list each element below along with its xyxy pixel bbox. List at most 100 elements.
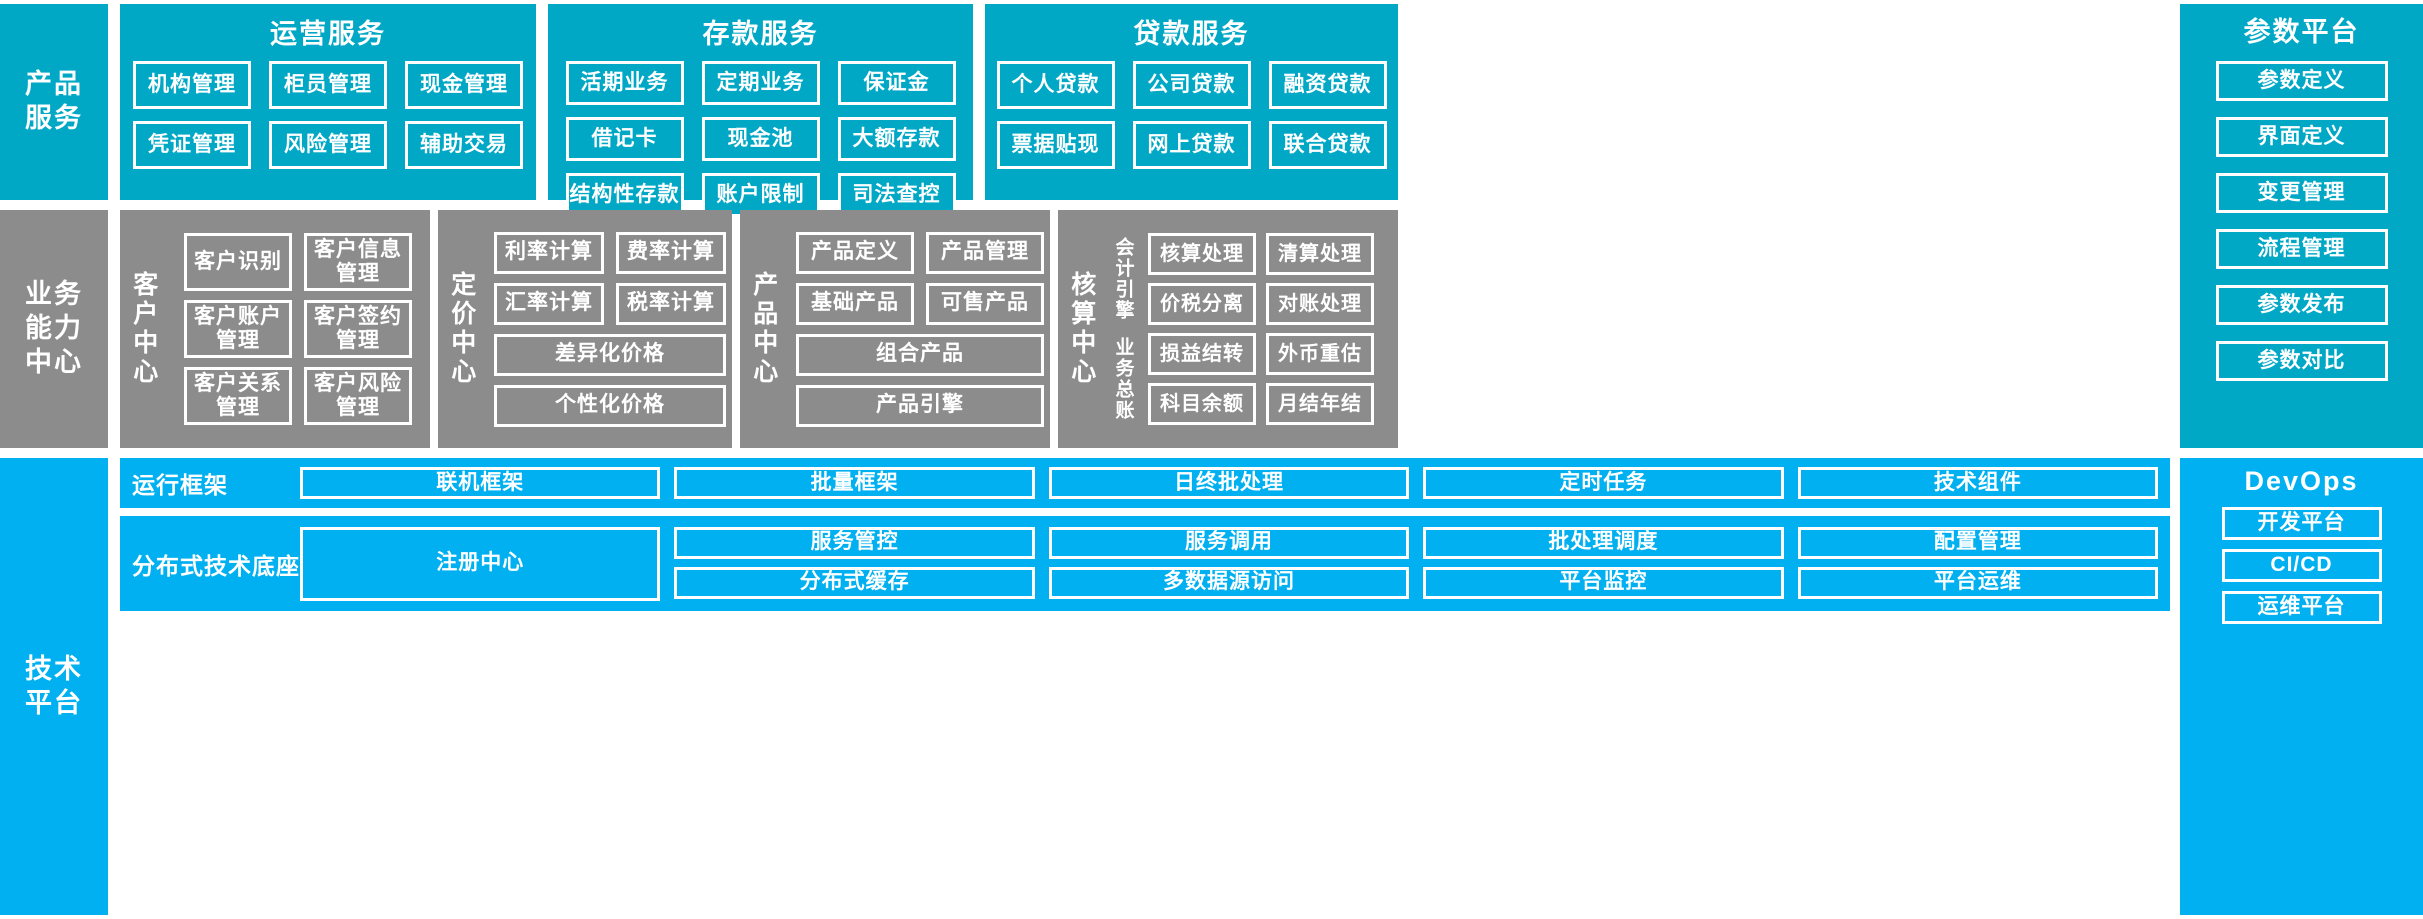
devops-title: DevOps xyxy=(2244,466,2359,496)
group-items-operation-services: 机构管理 柜员管理 现金管理 凭证管理 风险管理 辅助交易 xyxy=(120,61,536,169)
product-services-band: 产品服务 运营服务 机构管理 柜员管理 现金管理 凭证管理 风险管理 辅助交易 … xyxy=(0,4,2170,217)
subgroup-title-business-ledger: 业务总账 xyxy=(1112,337,1134,421)
item-development-platform[interactable]: 开发平台 xyxy=(2221,507,2382,540)
item-batch-framework[interactable]: 批量框架 xyxy=(674,467,1035,499)
item-debit-card[interactable]: 借记卡 xyxy=(565,117,684,161)
item-fee-rate-calculation[interactable]: 费率计算 xyxy=(616,231,726,274)
item-time-deposit[interactable]: 定期业务 xyxy=(701,61,820,105)
item-configuration-management[interactable]: 配置管理 xyxy=(1797,526,2159,559)
item-product-engine[interactable]: 产品引擎 xyxy=(796,384,1044,427)
item-operations-platform[interactable]: 运维平台 xyxy=(2221,591,2382,624)
group-loan-services: 贷款服务 个人贷款 公司贷款 融资贷款 票据贴现 网上贷款 联合贷款 xyxy=(985,4,1398,200)
item-large-deposit[interactable]: 大额存款 xyxy=(837,117,956,161)
item-batch-scheduling[interactable]: 批处理调度 xyxy=(1423,526,1784,559)
item-accounting-processing[interactable]: 核算处理 xyxy=(1148,233,1256,275)
item-platform-monitoring[interactable]: 平台监控 xyxy=(1423,566,1784,599)
group-items-customer-center: 客户识别 客户信息管理 客户账户管理 客户签约管理 客户关系管理 客户风险管理 xyxy=(166,210,430,448)
item-change-management[interactable]: 变更管理 xyxy=(2215,173,2388,213)
parameter-platform-column: 参数平台 参数定义 界面定义 变更管理 流程管理 参数发布 参数对比 xyxy=(2180,4,2423,448)
tech-col-batch-scheduling: 批处理调度 平台监控 xyxy=(1423,526,1784,601)
item-subject-balance[interactable]: 科目余额 xyxy=(1148,383,1256,425)
item-exchange-rate-calculation[interactable]: 汇率计算 xyxy=(494,282,604,325)
group-product-center: 产品中心 产品定义 产品管理 基础产品 可售产品 组合产品 产品引擎 xyxy=(740,210,1050,448)
band-label-technology-platform: 技术平台 xyxy=(0,458,108,915)
item-distributed-cache[interactable]: 分布式缓存 xyxy=(674,566,1035,599)
group-items-product-center: 产品定义 产品管理 基础产品 可售产品 组合产品 产品引擎 xyxy=(786,210,1054,448)
item-basic-product[interactable]: 基础产品 xyxy=(796,282,914,325)
item-technical-components[interactable]: 技术组件 xyxy=(1797,467,2159,499)
item-product-definition[interactable]: 产品定义 xyxy=(796,231,914,274)
item-org-management[interactable]: 机构管理 xyxy=(133,61,251,109)
group-items-loan-services: 个人贷款 公司贷款 融资贷款 票据贴现 网上贷款 联合贷款 xyxy=(985,61,1398,169)
item-personalized-pricing[interactable]: 个性化价格 xyxy=(494,384,726,427)
item-cash-pool[interactable]: 现金池 xyxy=(701,117,820,161)
tech-col-service-governance: 服务管控 分布式缓存 xyxy=(674,526,1035,601)
item-voucher-management[interactable]: 凭证管理 xyxy=(133,121,251,169)
group-title-product-center: 产品中心 xyxy=(749,271,778,387)
item-parameter-definition[interactable]: 参数定义 xyxy=(2215,61,2388,101)
item-price-tax-separation[interactable]: 价税分离 xyxy=(1148,283,1256,325)
item-profit-loss-carryover[interactable]: 损益结转 xyxy=(1148,333,1256,375)
item-product-management[interactable]: 产品管理 xyxy=(926,231,1044,274)
group-accounting-center: 核算中心 会计引擎 核算处理 清算处理 价税分离 对账处理 业务总账 损益结转 … xyxy=(1058,210,1398,448)
item-multi-datasource-access[interactable]: 多数据源访问 xyxy=(1048,566,1410,599)
group-items-pricing-center: 利率计算 费率计算 汇率计算 税率计算 差异化价格 个性化价格 xyxy=(484,210,736,448)
item-bill-discount[interactable]: 票据贴现 xyxy=(996,121,1115,169)
item-personal-loan[interactable]: 个人贷款 xyxy=(996,61,1115,109)
tech-col-configuration: 配置管理 平台运维 xyxy=(1797,526,2159,601)
group-title-pricing-center: 定价中心 xyxy=(447,271,476,387)
item-online-framework[interactable]: 联机框架 xyxy=(300,467,661,499)
item-tax-rate-calculation[interactable]: 税率计算 xyxy=(616,282,726,325)
item-customer-risk-management[interactable]: 客户风险管理 xyxy=(304,367,412,425)
item-parameter-comparison[interactable]: 参数对比 xyxy=(2215,341,2388,381)
item-risk-management[interactable]: 风险管理 xyxy=(269,121,387,169)
item-process-management[interactable]: 流程管理 xyxy=(2215,229,2388,269)
item-cash-management[interactable]: 现金管理 xyxy=(405,61,523,109)
item-corporate-loan[interactable]: 公司贷款 xyxy=(1132,61,1251,109)
item-customer-info-management[interactable]: 客户信息管理 xyxy=(304,233,412,291)
band-label-business-capability: 业务能力中心 xyxy=(0,210,108,448)
item-settlement-processing[interactable]: 清算处理 xyxy=(1266,233,1374,275)
group-title-accounting-center: 核算中心 xyxy=(1067,271,1096,387)
item-scheduled-task[interactable]: 定时任务 xyxy=(1423,467,1784,499)
item-customer-relationship-management[interactable]: 客户关系管理 xyxy=(184,367,292,425)
row-items-distributed-foundation: 注册中心 服务管控 分布式缓存 服务调用 多数据源访问 批处理调度 平台监控 配… xyxy=(300,526,2170,601)
item-reconciliation-processing[interactable]: 对账处理 xyxy=(1266,283,1374,325)
item-platform-operations[interactable]: 平台运维 xyxy=(1797,566,2159,599)
band-label-business-capability-text: 业务能力中心 xyxy=(25,279,83,377)
item-structured-deposit[interactable]: 结构性存款 xyxy=(565,173,684,217)
item-customer-account-management[interactable]: 客户账户管理 xyxy=(184,300,292,358)
row-runtime-framework: 运行框架 联机框架 批量框架 日终批处理 定时任务 技术组件 xyxy=(120,458,2170,508)
item-end-of-day-batch[interactable]: 日终批处理 xyxy=(1048,467,1410,499)
item-registry-center[interactable]: 注册中心 xyxy=(300,526,661,601)
subgroup-title-accounting-engine: 会计引擎 xyxy=(1112,237,1134,321)
item-parameter-release[interactable]: 参数发布 xyxy=(2215,285,2388,325)
item-foreign-currency-revaluation[interactable]: 外币重估 xyxy=(1266,333,1374,375)
subgroup-items-accounting-engine: 核算处理 清算处理 价税分离 对账处理 xyxy=(1140,229,1398,329)
tech-col-eod: 日终批处理 xyxy=(1048,467,1410,499)
item-combined-product[interactable]: 组合产品 xyxy=(796,333,1044,376)
row-items-runtime-framework: 联机框架 批量框架 日终批处理 定时任务 技术组件 xyxy=(300,467,2170,499)
item-differentiated-pricing[interactable]: 差异化价格 xyxy=(494,333,726,376)
tech-col-scheduled: 定时任务 xyxy=(1423,467,1784,499)
item-sellable-product[interactable]: 可售产品 xyxy=(926,282,1044,325)
item-online-loan[interactable]: 网上贷款 xyxy=(1132,121,1251,169)
item-margin-deposit[interactable]: 保证金 xyxy=(837,61,956,105)
parameter-platform-title: 参数平台 xyxy=(2243,17,2360,47)
item-service-governance[interactable]: 服务管控 xyxy=(674,526,1035,559)
item-auxiliary-transaction[interactable]: 辅助交易 xyxy=(405,121,523,169)
item-joint-loan[interactable]: 联合贷款 xyxy=(1268,121,1387,169)
item-financing-loan[interactable]: 融资贷款 xyxy=(1268,61,1387,109)
item-interface-definition[interactable]: 界面定义 xyxy=(2215,117,2388,157)
band-label-technology-platform-text: 技术平台 xyxy=(25,653,83,718)
item-judicial-control[interactable]: 司法查控 xyxy=(837,173,956,217)
item-interest-rate-calculation[interactable]: 利率计算 xyxy=(494,231,604,274)
item-teller-management[interactable]: 柜员管理 xyxy=(269,61,387,109)
item-customer-contract-management[interactable]: 客户签约管理 xyxy=(304,300,412,358)
item-month-year-end-closing[interactable]: 月结年结 xyxy=(1266,383,1374,425)
item-service-invocation[interactable]: 服务调用 xyxy=(1048,526,1410,559)
item-demand-deposit[interactable]: 活期业务 xyxy=(565,61,684,105)
item-customer-identification[interactable]: 客户识别 xyxy=(184,233,292,291)
item-ci-cd[interactable]: CI/CD xyxy=(2221,549,2382,582)
